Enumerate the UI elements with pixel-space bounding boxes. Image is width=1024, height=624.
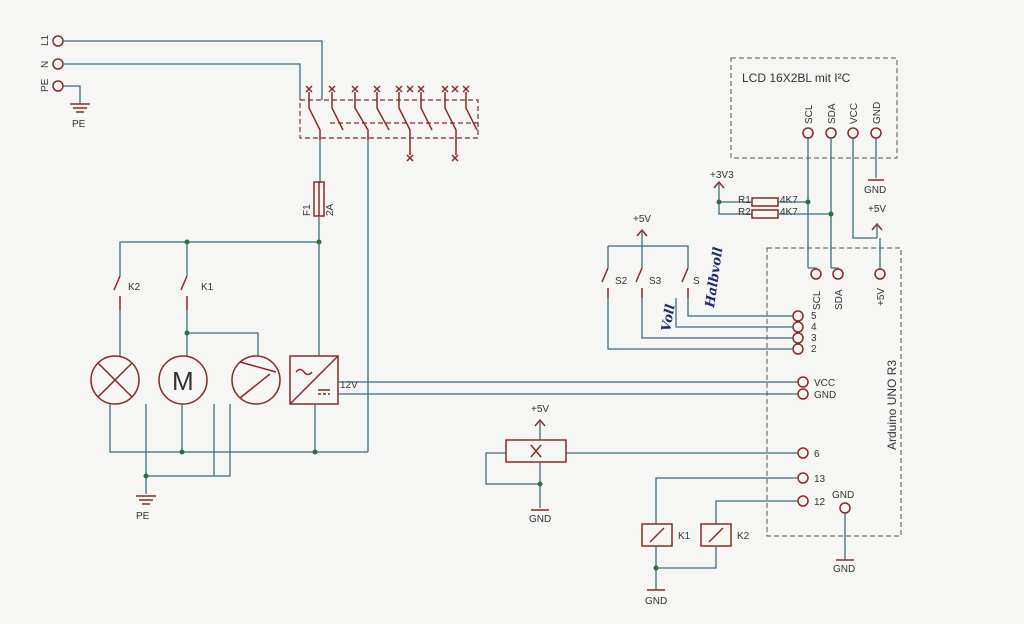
r2-value: 4K7 <box>780 207 798 218</box>
l1-wire <box>63 40 323 100</box>
lcd-pin-scl: SCL <box>804 104 815 124</box>
lamp-icon <box>90 355 140 405</box>
s-aux-wire <box>675 298 793 328</box>
pump-icon <box>231 355 281 405</box>
relay-coils: K1 K2 GND <box>641 477 798 607</box>
relay-driver-gnd-label: GND <box>529 514 551 525</box>
lcd-vcc-wire <box>852 138 877 239</box>
pe-terminal <box>52 80 64 92</box>
relay-gnd-wire <box>655 546 717 590</box>
n-label: N <box>40 61 51 68</box>
lcd-module: LCD 16X2BL mit I²C SCL SDA VCC GND <box>730 57 898 159</box>
psu-output-label: 12V <box>340 380 358 391</box>
arduino-pin-12: 12 <box>814 497 826 508</box>
k2-label: K2 <box>128 282 141 293</box>
pe-label: PE <box>40 78 51 92</box>
mains-input: L1 N PE PE <box>40 34 323 130</box>
r2-label: R2 <box>738 207 751 218</box>
push-buttons: +5V S2 S3 S Voll Halbvoll <box>601 214 793 350</box>
neutral-return-wire <box>109 404 368 453</box>
power-supply: 12V <box>289 355 358 405</box>
voll-handwritten: Voll <box>659 303 679 333</box>
k2-contact: K2 <box>113 275 141 310</box>
arduino-title: Arduino UNO R3 <box>885 360 899 450</box>
arduino-gnd-symbol: GND <box>833 564 855 575</box>
lcd-housing <box>730 57 898 159</box>
relay-gnd-label: GND <box>645 596 667 607</box>
pin13-wire <box>655 477 798 524</box>
k1-contact: K1 <box>180 275 214 310</box>
s1-icon <box>681 267 689 298</box>
n-wire <box>63 63 301 100</box>
l1-label: L1 <box>40 34 51 46</box>
relay-driver: +5V GND <box>485 404 798 525</box>
lcd-title: LCD 16X2BL mit I²C <box>742 71 851 85</box>
lcd-pin-vcc: VCC <box>849 103 860 124</box>
k1-label: K1 <box>201 282 214 293</box>
pe-wire <box>63 85 81 104</box>
lcd-pin-sda: SDA <box>827 103 838 124</box>
main-switch-housing <box>299 99 479 139</box>
arduino-pin-4: 4 <box>811 322 817 333</box>
arduino-pin-gnd: GND <box>814 390 836 401</box>
fuse-name: F1 <box>302 204 313 216</box>
main-switch <box>299 85 479 162</box>
switch-contacts <box>308 92 478 155</box>
pe-ground-icon-2 <box>136 495 156 505</box>
r1-label: R1 <box>738 195 751 206</box>
fuse-rating: 2A <box>325 203 336 216</box>
s1-label: S <box>693 276 700 287</box>
s2-icon <box>601 267 609 298</box>
motor-icon: M <box>158 355 208 405</box>
resistor-r2-icon <box>751 209 779 219</box>
s2-label: S2 <box>615 276 628 287</box>
resistor-r1-icon <box>751 197 779 207</box>
pe-ground-icon <box>70 103 90 113</box>
s3-wire <box>641 298 793 339</box>
l1-terminal <box>52 35 64 47</box>
relay-driver-supply-label: +5V <box>531 404 549 415</box>
arduino-pin-2: 2 <box>811 344 817 355</box>
pe-ground-label: PE <box>72 119 86 130</box>
arduino-pin-13: 13 <box>814 474 826 485</box>
arduino-pin-sda: SDA <box>834 289 845 310</box>
lcd-pin-gnd: GND <box>872 102 883 124</box>
arduino-gnd-label: GND <box>832 490 854 501</box>
relay-driver-gnd-wire <box>485 452 541 508</box>
s3-icon <box>635 267 643 298</box>
k2-coil-label: K2 <box>737 531 750 542</box>
r1-value: 4K7 <box>780 195 798 206</box>
s1-wire <box>687 298 793 317</box>
k1-coil-label: K1 <box>678 531 691 542</box>
lcd-supply-label: +5V <box>868 204 886 215</box>
switch-contact-marks <box>305 85 470 162</box>
arduino-housing <box>766 247 902 537</box>
halbvoll-handwritten: Halbvoll <box>703 246 726 309</box>
s2-wire <box>607 298 793 350</box>
arduino-pin-6: 6 <box>814 449 820 460</box>
buttons-supply-label: +5V <box>633 214 651 225</box>
motor-label: M <box>172 366 194 396</box>
arduino-pin-scl: SCL <box>812 290 823 310</box>
fuse-f1: F1 2A <box>302 181 336 217</box>
pump-feed-wire <box>187 332 259 356</box>
arduino-pin-5v: +5V <box>876 288 887 306</box>
s3-label: S3 <box>649 276 662 287</box>
pin12-wire <box>715 500 798 524</box>
arduino-pin-3: 3 <box>811 333 817 344</box>
i2c-pullups: +3V3 R1 R2 4K7 4K7 <box>710 170 834 219</box>
pump-pe-wire <box>146 404 231 477</box>
arduino-pin-5: 5 <box>811 311 817 322</box>
pullup-supply-label: +3V3 <box>710 170 734 181</box>
arduino-pin-vcc: VCC <box>814 378 835 389</box>
n-terminal <box>52 58 64 70</box>
arduino-board: Arduino UNO R3 SCL SDA +5V 5 4 3 2 VCC G… <box>766 238 902 537</box>
pe-ground-label-2: PE <box>136 511 150 522</box>
lcd-gnd-label: GND <box>864 185 886 196</box>
fused-line-bus <box>119 216 320 276</box>
